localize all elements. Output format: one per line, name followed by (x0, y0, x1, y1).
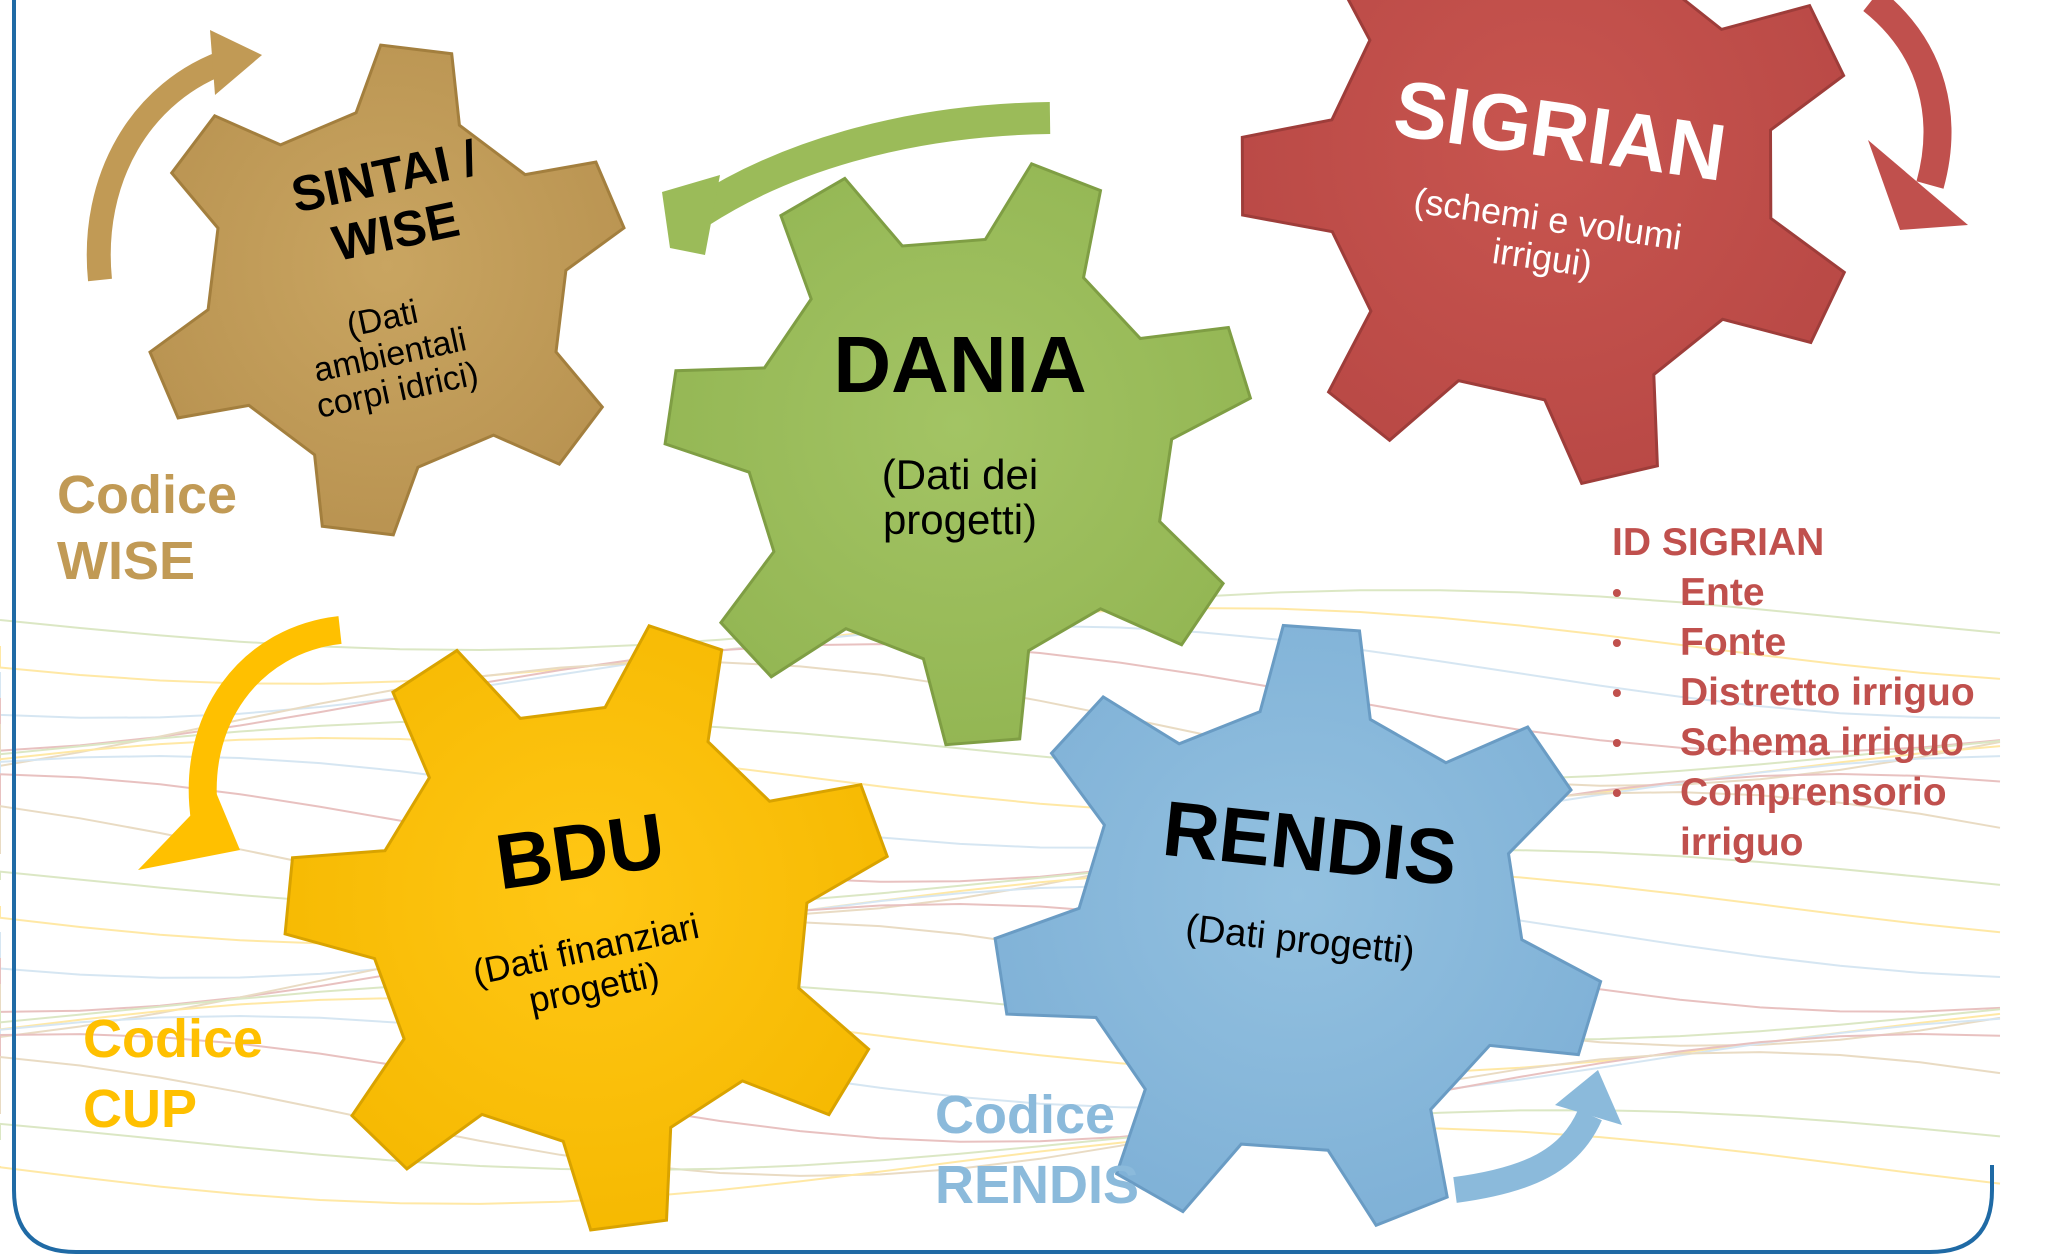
list-item: • Comprensorio (1612, 768, 1975, 818)
gear-sintai (148, 43, 626, 537)
code-rendis-line2: RENDIS (935, 1155, 1140, 1215)
background-wave (0, 884, 2001, 979)
id-sigrian-list: ID SIGRIAN • Ente • Fonte • Distretto irrig… (1612, 518, 1975, 868)
code-rendis-label: Codice RENDIS (935, 1080, 1139, 1220)
code-cup-label: Codice CUP (83, 1004, 263, 1144)
id-sigrian-item: Schema irriguo (1680, 721, 1964, 764)
background-wave (0, 1014, 2001, 1109)
gear-sigrian (1240, 0, 1847, 486)
code-cup-line1: Codice (83, 1009, 264, 1069)
background-wave (0, 1109, 2001, 1172)
background-waves (0, 589, 2001, 1205)
list-item: • Schema irriguo (1612, 718, 1975, 768)
background-wave (0, 921, 2001, 1047)
background-wave (0, 754, 2001, 849)
curved-arrow-green (662, 102, 1051, 255)
background-wave (0, 772, 2001, 883)
code-rendis-line1: Codice (935, 1085, 1116, 1145)
id-sigrian-items: • Ente • Fonte • Distretto irriguo • Schema … (1612, 568, 1975, 868)
curved-arrow-blue (1453, 1070, 1622, 1203)
background-wave (0, 1032, 2001, 1143)
code-wise-label: Codice WISE (57, 462, 237, 594)
background-wave (0, 902, 2001, 1013)
id-sigrian-item: Fonte (1680, 621, 1787, 664)
background-wave (0, 736, 2001, 815)
background-wave (0, 849, 2001, 912)
background-wave (0, 867, 2001, 945)
background-wave (0, 979, 2001, 1042)
gear-dania-sub-line1: (Dati dei (881, 451, 1039, 498)
curved-arrow-tan (86, 30, 262, 282)
list-item: • Ente (1612, 568, 1975, 618)
frame-border (12, 0, 1994, 1254)
list-item: • Fonte (1612, 618, 1975, 668)
bullet-icon: • (1612, 627, 1622, 658)
background-wave (0, 996, 2001, 1076)
gear-dania (663, 161, 1253, 747)
background-wave (0, 791, 2001, 918)
background-wave (0, 719, 2001, 782)
list-item-continuation: irriguo (1612, 818, 1975, 868)
curved-arrow-red (1863, 0, 1968, 230)
background-wave (0, 1051, 2001, 1177)
bullet-icon: • (1612, 677, 1622, 708)
bullet-icon: • (1612, 727, 1622, 758)
bullet-icon: • (1612, 577, 1622, 608)
bullet-icon: • (1612, 777, 1622, 808)
id-sigrian-heading: ID SIGRIAN (1612, 521, 1825, 564)
code-wise-line2: WISE (57, 531, 196, 591)
list-item: • Distretto irriguo (1612, 668, 1975, 718)
gear-bdu (283, 623, 890, 1232)
curved-arrow-yellow (138, 616, 342, 870)
id-sigrian-item: Ente (1680, 571, 1765, 614)
id-sigrian-item: Comprensorio (1680, 771, 1947, 814)
gear-dania-sub-line2: progetti) (882, 496, 1038, 544)
code-wise-line1: Codice (57, 465, 238, 525)
id-sigrian-item: irriguo (1680, 821, 1804, 864)
gear-dania-subtitle: (Dati dei progetti) (830, 452, 1090, 543)
background-wave (0, 1127, 2001, 1205)
id-sigrian-item: Distretto irriguo (1680, 671, 1975, 714)
gear-rendis (993, 623, 1603, 1228)
code-cup-line2: CUP (83, 1079, 198, 1139)
gear-dania-title: DANIA (833, 320, 1087, 409)
